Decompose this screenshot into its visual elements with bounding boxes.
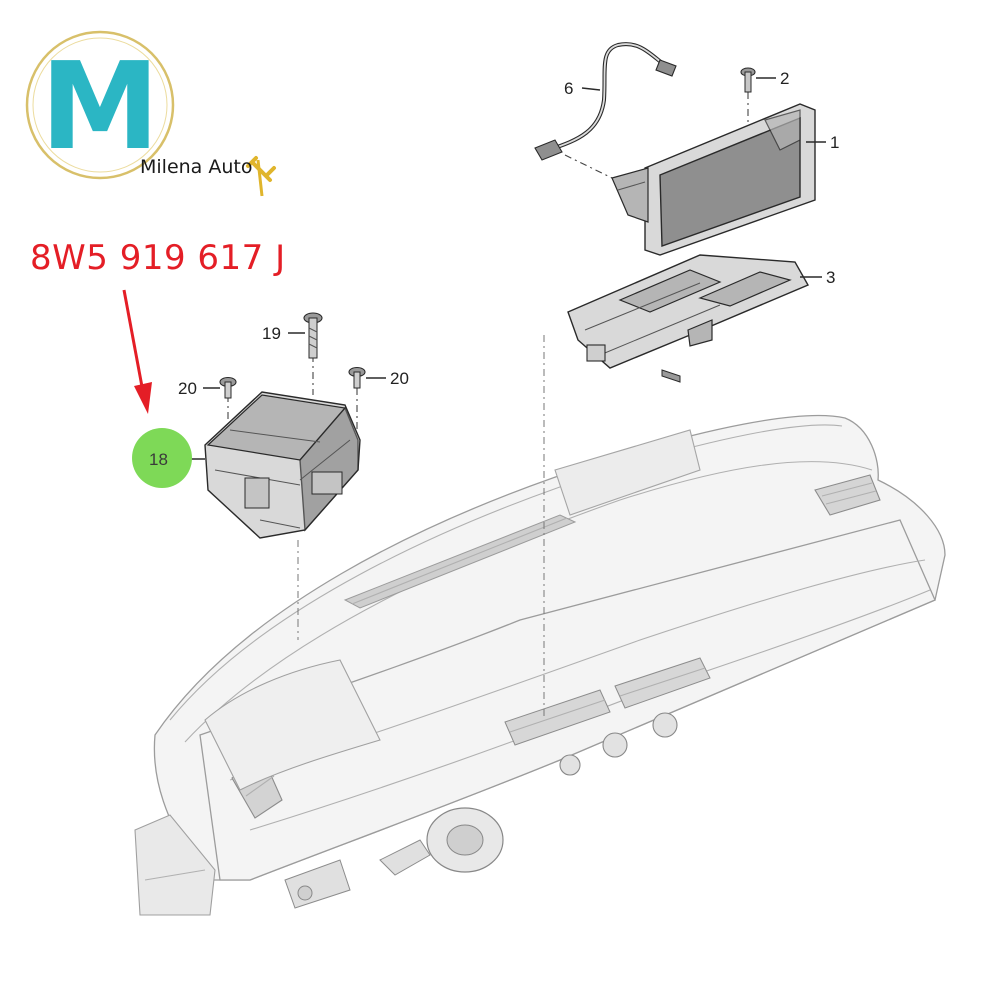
- logo-ring-inner: [32, 37, 168, 173]
- part-number-label: 8W5 919 617 J: [30, 238, 286, 278]
- callout-3: 3: [826, 268, 835, 287]
- control-module-part-18: [204, 391, 361, 539]
- climate-knobs: [559, 712, 678, 776]
- defrost-vent: [343, 514, 577, 609]
- highlight-circle: [132, 428, 192, 488]
- wrench-icon: [246, 156, 276, 197]
- arrow-down-icon: [122, 289, 152, 414]
- right-air-vent: [814, 474, 881, 516]
- logo-letter: M: [40, 38, 159, 177]
- callout-leaders: [180, 77, 826, 460]
- center-air-vents: [504, 657, 711, 746]
- display-screen-part-1: [611, 103, 816, 256]
- cable-part-6: [534, 42, 677, 161]
- screw-part-20-right: [348, 366, 366, 389]
- screw-part-20-left: [219, 376, 237, 399]
- callout-1: 1: [830, 133, 839, 152]
- mounting-bracket-part-3: [567, 254, 809, 383]
- callout-6: 6: [564, 79, 573, 98]
- logo: M: [25, 30, 276, 197]
- callout-19: 19: [262, 324, 281, 343]
- callout-18: 18: [149, 450, 168, 469]
- dashboard-panel: [134, 414, 946, 916]
- highlight-bubble-18: 18: [132, 428, 192, 488]
- steering-column: [379, 807, 504, 876]
- callout-2: 2: [780, 69, 789, 88]
- brand-name: Milena Auto: [140, 156, 253, 178]
- screw-part-2: [740, 67, 756, 93]
- bolt-part-19: [303, 312, 323, 359]
- logo-ring: [25, 30, 175, 180]
- callout-20-right: 20: [390, 369, 409, 388]
- callout-20-left: 20: [178, 379, 197, 398]
